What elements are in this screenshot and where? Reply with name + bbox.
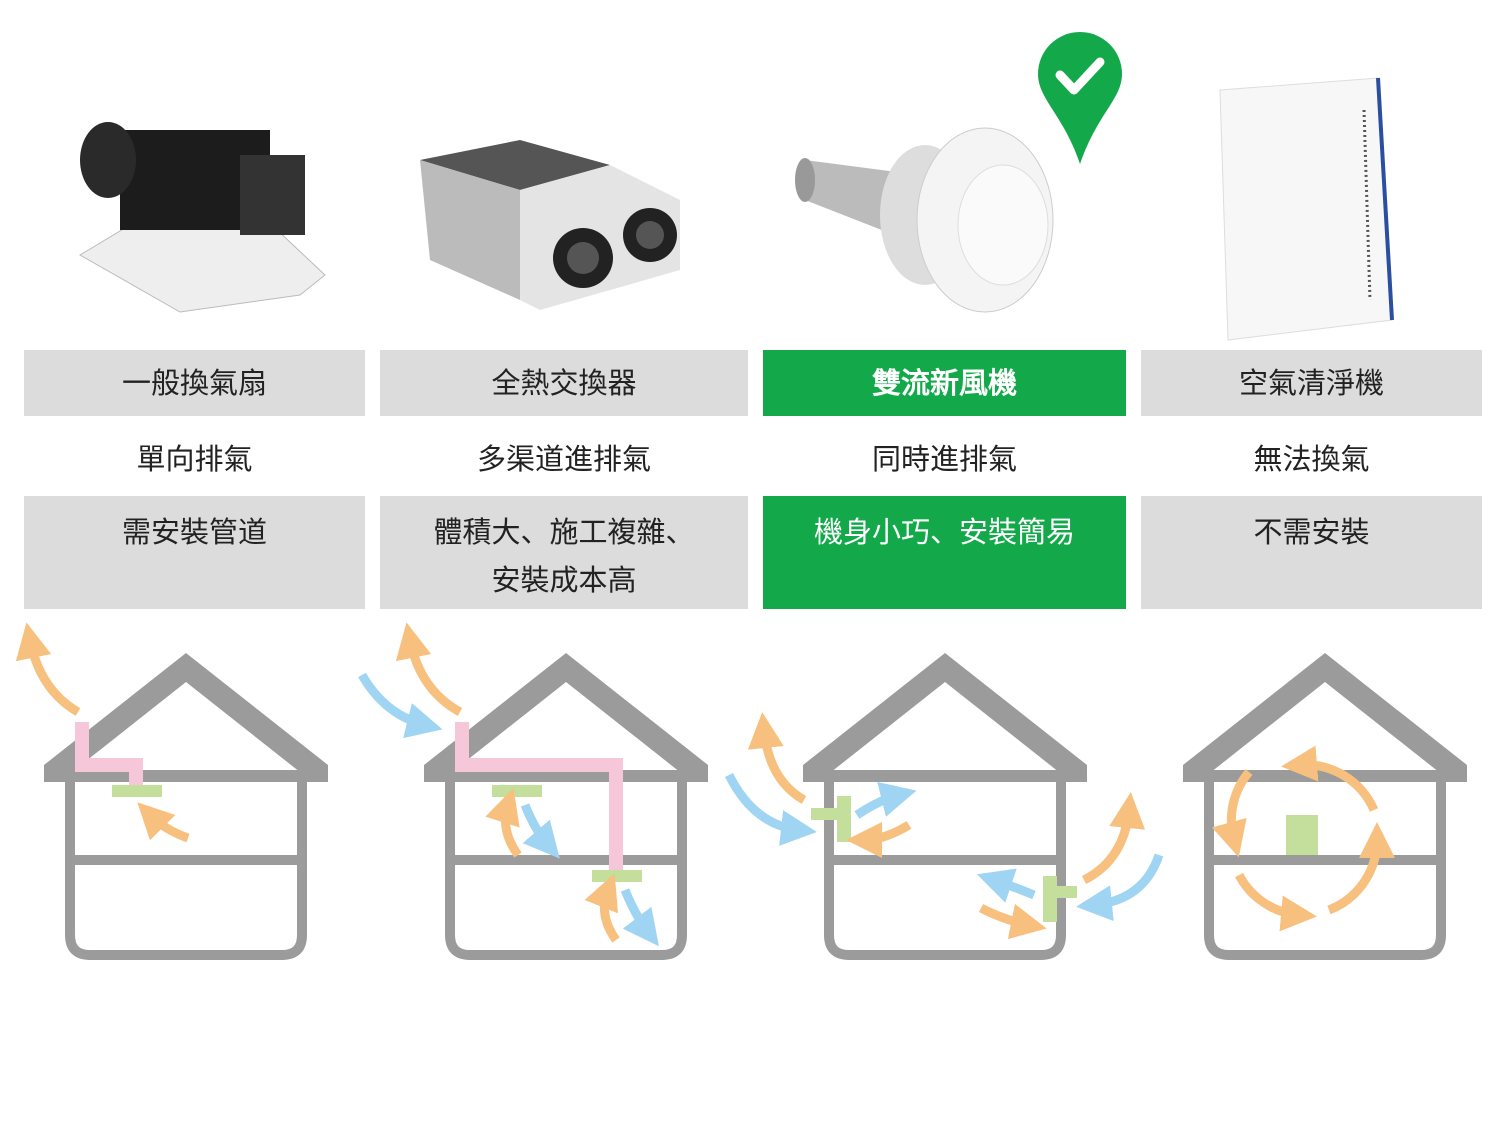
heat-exchanger-image (420, 140, 680, 310)
product-name-heat-exchanger: 全熱交換器 (380, 350, 748, 416)
flow-air-purifier: 無法換氣 (1253, 442, 1370, 476)
install-dual-flow: 機身小巧、安裝簡易 (763, 496, 1126, 609)
flow-heat-exchanger: 多渠道進排氣 (476, 442, 651, 476)
flow-dual-flow: 同時進排氣 (871, 442, 1017, 476)
product-name-exhaust-fan: 一般換氣扇 (24, 350, 365, 416)
install-air-purifier: 不需安裝 (1141, 496, 1482, 609)
product-name-air-purifier: 空氣清淨機 (1141, 350, 1482, 416)
diagram-exhaust-fan (15, 622, 328, 955)
diagram-heat-exchanger (358, 622, 708, 955)
flow-exhaust-fan: 單向排氣 (136, 442, 253, 476)
dual-flow-ventilator-image (795, 127, 1054, 313)
exhaust-fan-image (79, 122, 326, 313)
check-pin-icon (1038, 32, 1122, 164)
diagram-air-purifier (1183, 653, 1467, 955)
air-purifier-image (1219, 77, 1394, 341)
install-heat-exchanger: 體積大、施工複雜、安裝成本高 (380, 496, 748, 609)
product-name-dual-flow: 雙流新風機 (763, 350, 1126, 416)
product-images (79, 32, 1394, 341)
install-exhaust-fan: 需安裝管道 (24, 496, 365, 609)
diagram-dual-flow (724, 653, 1164, 955)
